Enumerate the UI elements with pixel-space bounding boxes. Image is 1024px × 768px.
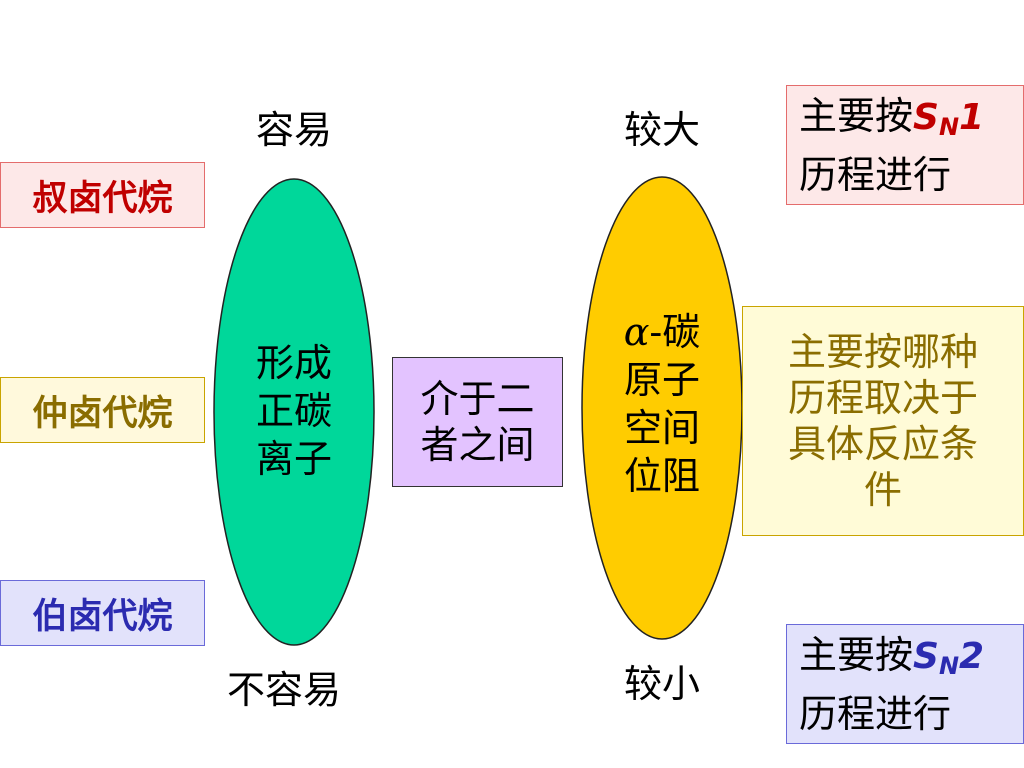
steric-ellipse-text: α-碳 原子 空间 位阻 bbox=[602, 308, 722, 500]
in-between-box: 介于二 者之间 bbox=[392, 357, 563, 487]
sn1-symbol: SN1 bbox=[913, 97, 985, 141]
steric-line-1: α-碳 bbox=[602, 308, 722, 356]
sn2-prefix: 主要按 bbox=[799, 633, 914, 677]
carbocation-bottom-label: 不容易 bbox=[226, 668, 341, 712]
sn2-line-1: 主要按SN2 bbox=[799, 631, 1023, 690]
carbocation-line-2: 正碳 bbox=[255, 389, 332, 433]
carbocation-ellipse-text: 形成 正碳 离子 bbox=[234, 339, 354, 483]
sn2-symbol: SN2 bbox=[913, 636, 985, 680]
mechanism-depends-box: 主要按哪种 历程取决于 具体反应条 件 bbox=[742, 306, 1024, 536]
steric-line-2: 原子 bbox=[623, 358, 700, 402]
carbocation-ellipse bbox=[213, 178, 375, 646]
tertiary-label-text: 叔卤代烷 bbox=[32, 178, 173, 219]
sn1-prefix: 主要按 bbox=[799, 94, 914, 138]
steric-line-4: 位阻 bbox=[623, 454, 700, 498]
secondary-label-text: 仲卤代烷 bbox=[32, 393, 173, 434]
depends-line-2: 历程取决于 bbox=[787, 376, 978, 420]
steric-bottom-label: 较小 bbox=[623, 662, 700, 706]
sn2-mechanism-box: 主要按SN2 历程进行 bbox=[786, 624, 1024, 744]
depends-line-3: 具体反应条 bbox=[787, 422, 978, 466]
sn1-mechanism-box: 主要按SN1 历程进行 bbox=[786, 85, 1024, 205]
depends-line-4: 件 bbox=[863, 468, 902, 512]
tertiary-haloalkane-label: 叔卤代烷 bbox=[0, 162, 205, 228]
depends-line-1: 主要按哪种 bbox=[787, 330, 978, 374]
carbocation-line-3: 离子 bbox=[255, 437, 332, 481]
steric-line-1-rest: -碳 bbox=[649, 310, 701, 354]
steric-line-3: 空间 bbox=[623, 406, 700, 450]
carbocation-line-1: 形成 bbox=[255, 341, 332, 385]
sn1-line-2: 历程进行 bbox=[799, 153, 952, 197]
steric-top-label: 较大 bbox=[623, 108, 700, 152]
alpha-symbol: α bbox=[623, 310, 650, 354]
sn2-line-2: 历程进行 bbox=[799, 692, 952, 736]
primary-haloalkane-label: 伯卤代烷 bbox=[0, 580, 205, 646]
sn1-line-1: 主要按SN1 bbox=[799, 92, 1023, 151]
in-between-line-2: 者之间 bbox=[420, 423, 535, 467]
carbocation-top-label: 容易 bbox=[255, 108, 332, 152]
primary-label-text: 伯卤代烷 bbox=[32, 596, 173, 637]
secondary-haloalkane-label: 仲卤代烷 bbox=[0, 377, 205, 443]
in-between-line-1: 介于二 bbox=[420, 377, 535, 421]
